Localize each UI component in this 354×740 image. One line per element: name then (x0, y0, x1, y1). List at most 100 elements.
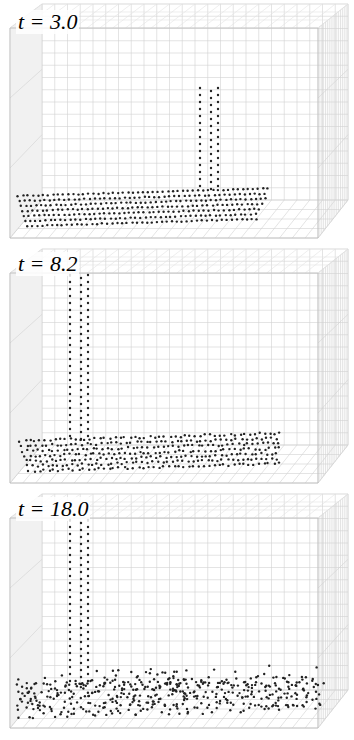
particle (283, 692, 285, 694)
particle (64, 458, 66, 460)
grid-line (215, 249, 246, 273)
particle (76, 701, 78, 703)
particle (275, 702, 277, 704)
grid-line (32, 12, 33, 212)
particle (195, 215, 197, 217)
particle (183, 692, 185, 694)
grid-line (325, 512, 326, 719)
particle (151, 221, 153, 223)
particle (50, 688, 52, 690)
grid-line (331, 508, 332, 712)
grid-line (34, 500, 35, 700)
grid-line (203, 4, 234, 28)
particle (263, 673, 265, 675)
particle (296, 694, 298, 696)
particle (103, 467, 105, 469)
grid-line (151, 494, 182, 518)
particle (216, 701, 218, 703)
particle (260, 698, 262, 700)
grid-line (318, 518, 319, 728)
grid-line (42, 592, 348, 593)
particle (69, 295, 71, 297)
particle (260, 458, 262, 460)
particle (129, 201, 131, 203)
particle (69, 414, 71, 416)
particle (19, 200, 21, 202)
particle (244, 681, 246, 683)
particle (43, 439, 45, 441)
particle (287, 686, 289, 688)
particle (50, 708, 52, 710)
particle (94, 704, 96, 706)
particle (217, 157, 219, 159)
particle (265, 705, 267, 707)
particle (242, 459, 244, 461)
particle (80, 291, 82, 293)
particle (237, 459, 239, 461)
particle (236, 453, 238, 455)
particle (87, 372, 89, 374)
grid-line (100, 494, 131, 518)
particle (217, 129, 219, 131)
particle (163, 451, 165, 453)
particle (87, 526, 89, 528)
particle (80, 361, 82, 363)
particle (140, 456, 142, 458)
particle (147, 466, 149, 468)
particle (81, 467, 83, 469)
particle (133, 695, 135, 697)
particle (323, 682, 325, 684)
particle (85, 203, 87, 205)
particle (69, 344, 71, 346)
particle (188, 465, 190, 467)
particle (138, 700, 140, 702)
particle (116, 207, 118, 209)
grid-line (42, 261, 348, 262)
particle (130, 671, 132, 673)
particle (218, 194, 220, 196)
particle (116, 695, 118, 697)
particle (80, 585, 82, 587)
particle (108, 452, 110, 454)
particle (217, 185, 219, 187)
particle (209, 455, 211, 457)
grid-line (254, 494, 284, 518)
particle (96, 459, 98, 461)
particle (80, 326, 82, 328)
particle (164, 682, 166, 684)
particle (80, 319, 82, 321)
particle (73, 693, 75, 695)
particle (66, 716, 68, 718)
particle (234, 214, 236, 216)
particle (131, 206, 133, 208)
particle (81, 462, 83, 464)
grid-line (24, 18, 25, 222)
particle (315, 683, 317, 685)
particle (313, 686, 315, 688)
particle (91, 464, 93, 466)
particle (52, 209, 54, 211)
particle (251, 203, 253, 205)
particle (186, 698, 188, 700)
particle (83, 439, 85, 441)
particle (32, 717, 34, 719)
particle (71, 463, 73, 465)
particle (125, 201, 127, 203)
particle (89, 198, 91, 200)
particle-sheet (16, 665, 325, 720)
particle (99, 197, 101, 199)
particle (38, 439, 40, 441)
grid-line (26, 261, 27, 464)
particle (303, 705, 305, 707)
grid-line (42, 16, 348, 17)
particle (164, 705, 166, 707)
particle (87, 561, 89, 563)
particle (87, 540, 89, 542)
particle (206, 204, 208, 206)
particle (126, 468, 128, 470)
particle (231, 219, 233, 221)
particle (210, 146, 212, 148)
grid-line (36, 254, 37, 453)
particle (69, 379, 71, 381)
